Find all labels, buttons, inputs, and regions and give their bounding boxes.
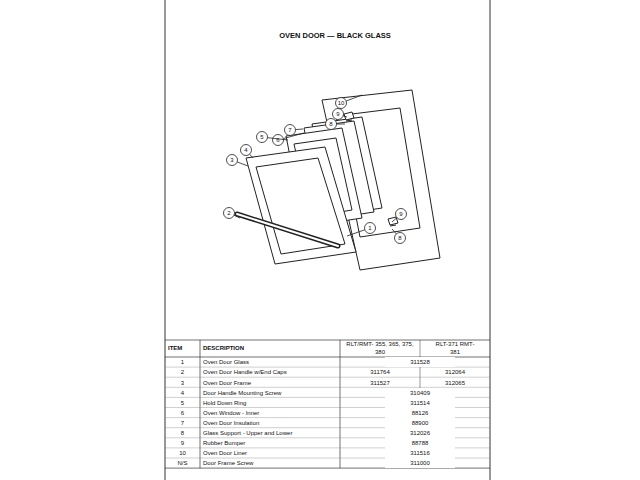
callout-number: 9	[330, 109, 346, 119]
part-description: Oven Door Liner	[203, 448, 338, 458]
table-header: RLT/RMT- 355, 365, 375, 380	[341, 341, 419, 356]
part-description: Glass Support - Upper and Lower	[203, 428, 338, 438]
part-description: Door Frame Screw	[203, 458, 338, 468]
part-number: 310409	[385, 388, 455, 398]
part-description: Hold Down Ring	[203, 398, 338, 408]
table-header: RLT-371 RMT-381	[432, 341, 478, 356]
part-description: Door Handle Mounting Screw	[203, 388, 338, 398]
part-description: Oven Window - Inner	[203, 408, 338, 418]
item-number: N/S	[165, 458, 200, 468]
callout-number: 6	[270, 135, 286, 145]
part-description: Oven Door Frame	[203, 378, 338, 388]
item-number: 3	[165, 378, 200, 388]
callout-number: 8	[392, 233, 408, 243]
part-description: Oven Door Handle w/End Caps	[203, 367, 338, 377]
leader-line	[346, 95, 362, 101]
item-number: 9	[165, 438, 200, 448]
door-glass	[256, 158, 345, 254]
table-header: DESCRIPTION	[203, 344, 244, 352]
leader-line	[250, 154, 253, 158]
item-number: 5	[165, 398, 200, 408]
part-number: 311516	[385, 448, 455, 458]
glass-support	[344, 112, 354, 121]
part-number: 311527	[340, 378, 420, 388]
part-number: 88126	[385, 408, 455, 418]
callout-number: 1	[362, 223, 378, 233]
item-number: 1	[165, 357, 200, 367]
part-number: 312065	[420, 378, 490, 388]
callout-number: 9	[393, 209, 409, 219]
page-border	[165, 0, 166, 480]
part-number: 311764	[340, 367, 420, 377]
leader-line	[234, 215, 240, 218]
table-rule	[165, 340, 490, 341]
part-number: 311528	[385, 357, 455, 367]
callout-number: 5	[254, 132, 270, 142]
table-rule	[340, 340, 341, 468]
leader-line	[392, 218, 397, 222]
item-number: 6	[165, 408, 200, 418]
part-number: 311000	[385, 458, 455, 468]
leader-line	[343, 116, 347, 117]
callout-number: 7	[282, 125, 298, 135]
leader-line	[392, 229, 396, 234]
table-rule	[200, 340, 201, 468]
item-number: 7	[165, 418, 200, 428]
glass-support	[388, 217, 398, 226]
callout-number: 8	[323, 119, 339, 129]
part-number: 312026	[385, 428, 455, 438]
item-number: 8	[165, 428, 200, 438]
part-description: Oven Door Insulation	[203, 418, 338, 428]
table-rule	[165, 377, 490, 378]
part-number: 312064	[420, 367, 490, 377]
diagram-title: OVEN DOOR — BLACK GLASS	[235, 31, 435, 41]
page-border	[490, 0, 491, 480]
part-number: 311514	[385, 398, 455, 408]
callout-number: 2	[221, 208, 237, 218]
leader-line	[283, 133, 304, 139]
part-number: 88788	[385, 438, 455, 448]
part-description: Oven Door Glass	[203, 357, 338, 367]
leader-line	[295, 129, 303, 131]
callout-number: 3	[224, 155, 240, 165]
leader-line	[237, 162, 248, 166]
callout-number: 10	[333, 98, 349, 108]
door-handle	[237, 214, 338, 246]
callout-number: 4	[238, 145, 254, 155]
item-number: 4	[165, 388, 200, 398]
door-handle	[237, 214, 338, 246]
table-header: ITEM	[168, 344, 182, 352]
leader-line	[347, 230, 365, 236]
part-number: 88900	[385, 418, 455, 428]
leader-line	[337, 124, 346, 125]
item-number: 2	[165, 367, 200, 377]
item-number: 10	[165, 448, 200, 458]
part-description: Rubber Bumper	[203, 438, 338, 448]
